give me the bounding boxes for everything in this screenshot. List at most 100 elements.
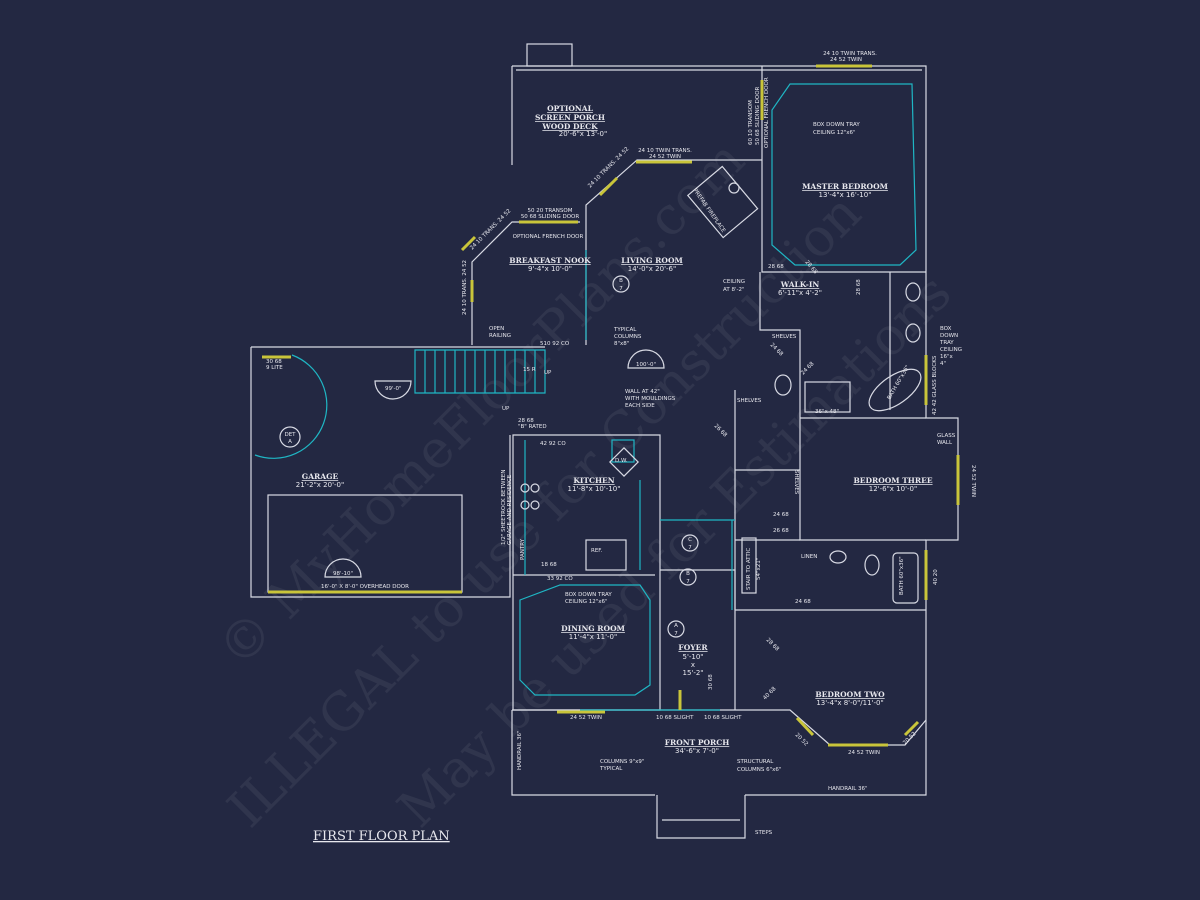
plan-label: SHELVES [737, 398, 762, 404]
fixtures [520, 165, 922, 604]
toilet-icon [774, 374, 792, 396]
plan-label: 14'-0"x 20'-6" [628, 265, 676, 273]
plan-label: 9'-4"x 10'-0" [528, 265, 572, 273]
room-labels: OPTIONAL SCREEN PORCH WOOD DECK 20'-6"x … [296, 104, 933, 755]
plan-label: 24 68 [795, 599, 811, 605]
plan-label: COLUMNS [614, 334, 642, 340]
dishwasher-icon [611, 439, 635, 463]
plan-label: x [691, 661, 695, 669]
plan-label: 10 68 SLIGHT [656, 715, 694, 721]
plan-label: FOYER [678, 643, 708, 652]
plan-label: 24 52 TWIN [830, 57, 862, 63]
plan-label: 42 42 GLASS BLOCKS [932, 355, 938, 415]
toilet-icon [864, 554, 880, 576]
plan-label: 13'-4"x 8'-0"/11'-0" [816, 699, 883, 707]
plan-label: 54"x21" [756, 558, 762, 580]
plan-label: 7 [619, 286, 623, 292]
plan-label: 42 92 CO [540, 441, 566, 447]
cooktop-burner-icon [520, 483, 530, 493]
plan-label: 11'-4"x 11'-0" [569, 633, 617, 641]
plan-title: FIRST FLOOR PLAN [313, 829, 450, 844]
plan-label: 16'-0" X 8'-0" OVERHEAD DOOR [321, 584, 409, 590]
plan-label: DOWN [940, 333, 958, 339]
plan-label: 12'-6"x 10'-0" [869, 485, 917, 493]
plan-label: 98'-10" [333, 571, 353, 577]
section-marker-icon [681, 534, 699, 552]
plan-label: 24 68 [773, 512, 789, 518]
interior-finishes [254, 83, 917, 711]
plan-label: 24 52 TWIN [970, 465, 976, 497]
plan-label: CEILING [723, 279, 745, 285]
plan-label: 24 10 TWIN TRANS. [638, 148, 692, 154]
plan-label: "B" RATED [518, 424, 547, 430]
plan-label: CEILING 12"x6" [565, 599, 608, 605]
plan-label: 50 68 SLIDING DOOR [521, 214, 580, 220]
plan-label: BEDROOM THREE [853, 476, 932, 485]
plan-label: 24 52 TWIN [570, 715, 602, 721]
plan-label: 10 68 SLIGHT [704, 715, 742, 721]
section-marker-icon [612, 275, 630, 293]
plan-label: 30 68 [266, 359, 282, 365]
plan-label: COLUMNS 9"x9" [600, 759, 644, 765]
plan-label: 4" [940, 361, 946, 367]
plan-label: EACH SIDE [625, 403, 655, 409]
plan-label: UP [502, 406, 510, 412]
plan-label: 5'-10" [682, 653, 703, 661]
plan-label: 28 68 [768, 264, 784, 270]
bathtub-icon [892, 552, 919, 604]
plan-label: 50 20 TRANSOM [528, 208, 573, 214]
plan-label: 16"x [940, 354, 954, 360]
plan-label: BREAKFAST NOOK [509, 256, 591, 265]
plan-label: WITH MOULDINGS [625, 396, 676, 402]
plan-label: WALK-IN [780, 280, 820, 289]
plan-label: SHELVES [793, 470, 799, 495]
plan-label: KITCHEN [573, 476, 614, 485]
stair-treads [424, 350, 536, 393]
plan-label: 24 52 TWIN [848, 750, 880, 756]
plan-label: 15'-2" [682, 669, 703, 677]
plan-label: 26 68 [773, 528, 789, 534]
plan-label: OPTIONAL [547, 104, 593, 113]
plan-label: 40 20 [933, 569, 939, 585]
plan-label: 100'-0" [636, 362, 656, 368]
plan-label: WALL [937, 440, 953, 446]
annotations: 24 10 TWIN TRANS. 24 52 TWIN 24 10 TWIN … [266, 51, 976, 836]
cooktop-burner-icon [520, 500, 530, 510]
plan-label: 50 68 SLIDING DOOR [755, 86, 761, 145]
refrigerator-icon [585, 539, 627, 571]
plan-label: CEILING 12"x6" [813, 130, 856, 136]
plan-label: 60 10 TRANSOM [748, 100, 754, 145]
plan-label: DINING ROOM [561, 624, 625, 633]
plan-label: 30 68 [708, 674, 714, 690]
plan-label: 6'-11"x 4'-2" [778, 289, 822, 297]
section-marker-icon [667, 620, 685, 638]
plan-label: OPTIONAL FRENCH DOOR [764, 77, 770, 148]
plan-label: RAILING [489, 333, 511, 339]
plan-label: 36"x 48" [815, 409, 839, 415]
plan-label: BOX DOWN TRAY [565, 592, 612, 598]
plan-label: BATH 60"x36" [899, 556, 905, 595]
plan-label: B [619, 278, 623, 284]
bathtub-icon [868, 368, 922, 412]
plan-label: COLUMNS 6"x6" [737, 767, 781, 773]
fireplace-hearth-icon [728, 182, 740, 194]
shower-icon [804, 381, 851, 413]
plan-label: STEPS [755, 830, 773, 836]
cooktop-burner-icon [530, 483, 540, 493]
plan-label: AT 8'-2" [723, 287, 744, 293]
plan-label: 99'-0" [385, 386, 402, 392]
plan-label: PANTRY [520, 538, 526, 560]
plan-label: BOX [940, 326, 952, 332]
plan-label: SCREEN PORCH [535, 113, 605, 122]
plan-label: 7 [688, 545, 692, 551]
plan-label: D.W. [615, 458, 628, 464]
plan-label: HANDRAIL 36" [828, 786, 868, 792]
plan-label: 13'-4"x 16'-10" [819, 191, 872, 199]
plan-label: TRAY [939, 340, 954, 346]
plan-label: A [288, 439, 292, 445]
plan-label: WOOD DECK [541, 122, 598, 131]
plan-label: TYPICAL [599, 766, 623, 772]
plan-label: MASTER BEDROOM [802, 182, 888, 191]
plan-label: 18 68 [541, 562, 557, 568]
